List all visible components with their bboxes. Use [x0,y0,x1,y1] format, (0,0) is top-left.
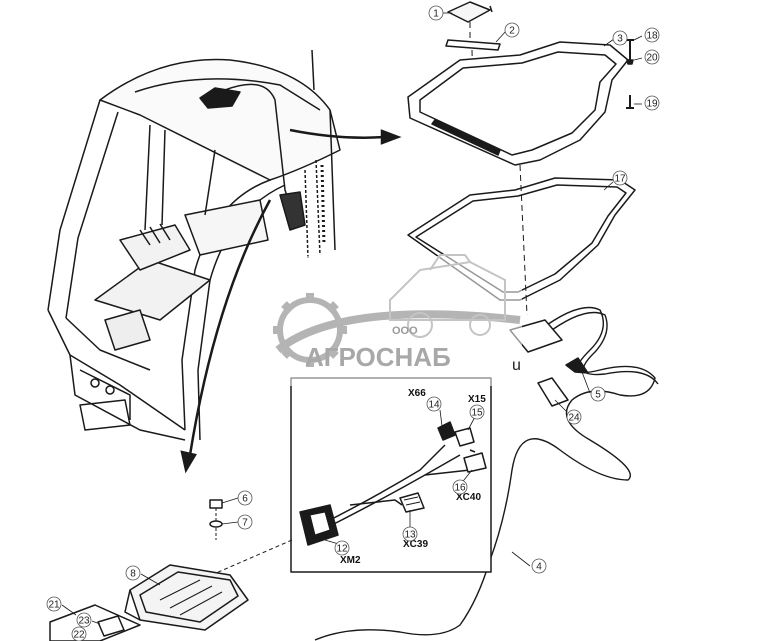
callout-20: 20 [644,49,660,65]
callout-12: 12 [334,540,350,556]
label-xm2: XM2 [340,555,361,566]
callout-6: 6 [237,490,253,506]
callout-21: 21 [46,596,62,612]
svg-text:16: 16 [454,483,466,494]
harness-inset [199,377,492,581]
callout-13: 13 [402,526,418,542]
callout-4: 4 [531,558,547,574]
watermark-brand: АГРОСНАБ [305,342,451,372]
svg-text:17: 17 [614,174,626,185]
svg-text:2: 2 [509,26,515,37]
callout-17: 17 [612,170,628,186]
svg-text:14: 14 [428,400,440,411]
callout-18: 18 [644,27,660,43]
callout-2: 2 [504,22,520,38]
svg-text:4: 4 [536,562,542,573]
callout-5: 5 [590,386,606,402]
svg-text:12: 12 [336,544,348,555]
svg-text:21: 21 [48,600,60,611]
callout-7: 7 [237,514,253,530]
svg-text:22: 22 [73,630,85,641]
svg-text:13: 13 [404,530,416,541]
watermark-prefix: ООО [392,325,418,337]
label-xc40: XC40 [456,492,481,503]
svg-text:15: 15 [471,408,483,419]
combine-harvester-icon [389,254,506,338]
callout-23: 23 [76,612,92,628]
label-x15: X15 [468,394,486,405]
callout-22: 22 [71,626,87,641]
callout-1: 1 [428,5,444,21]
svg-text:24: 24 [568,413,580,424]
svg-text:8: 8 [130,569,136,580]
label-xc39: XC39 [403,539,428,550]
svg-text:5: 5 [595,390,601,401]
watermark: ООО АГРОСНАБ [272,254,522,386]
callouts: 1 2 3 4 5 6 7 8 12 13 14 15 16 17 18 19 … [46,5,660,641]
svg-text:23: 23 [78,616,90,627]
roof-panel-assembly [314,1,659,641]
callout-14: 14 [426,396,442,412]
callout-19: 19 [644,95,660,111]
svg-text:20: 20 [646,53,658,64]
svg-text:3: 3 [617,34,623,45]
svg-text:1: 1 [433,9,439,20]
svg-text:18: 18 [646,31,658,42]
control-module-assembly [49,499,249,641]
gear-icon [273,293,347,367]
svg-text:6: 6 [242,494,248,505]
svg-text:7: 7 [242,518,248,529]
cab-assembly [47,49,341,441]
callout-15: 15 [469,404,485,420]
callout-8: 8 [125,565,141,581]
connector-labels: X66 X15 XC40 XC39 XM2 [340,388,486,566]
callout-24: 24 [566,409,582,425]
svg-text:19: 19 [646,99,658,110]
callout-3: 3 [612,30,628,46]
callout-16: 16 [452,479,468,495]
label-x66: X66 [408,388,426,399]
stray-label: u [512,357,521,374]
flow-arrows [180,128,402,474]
